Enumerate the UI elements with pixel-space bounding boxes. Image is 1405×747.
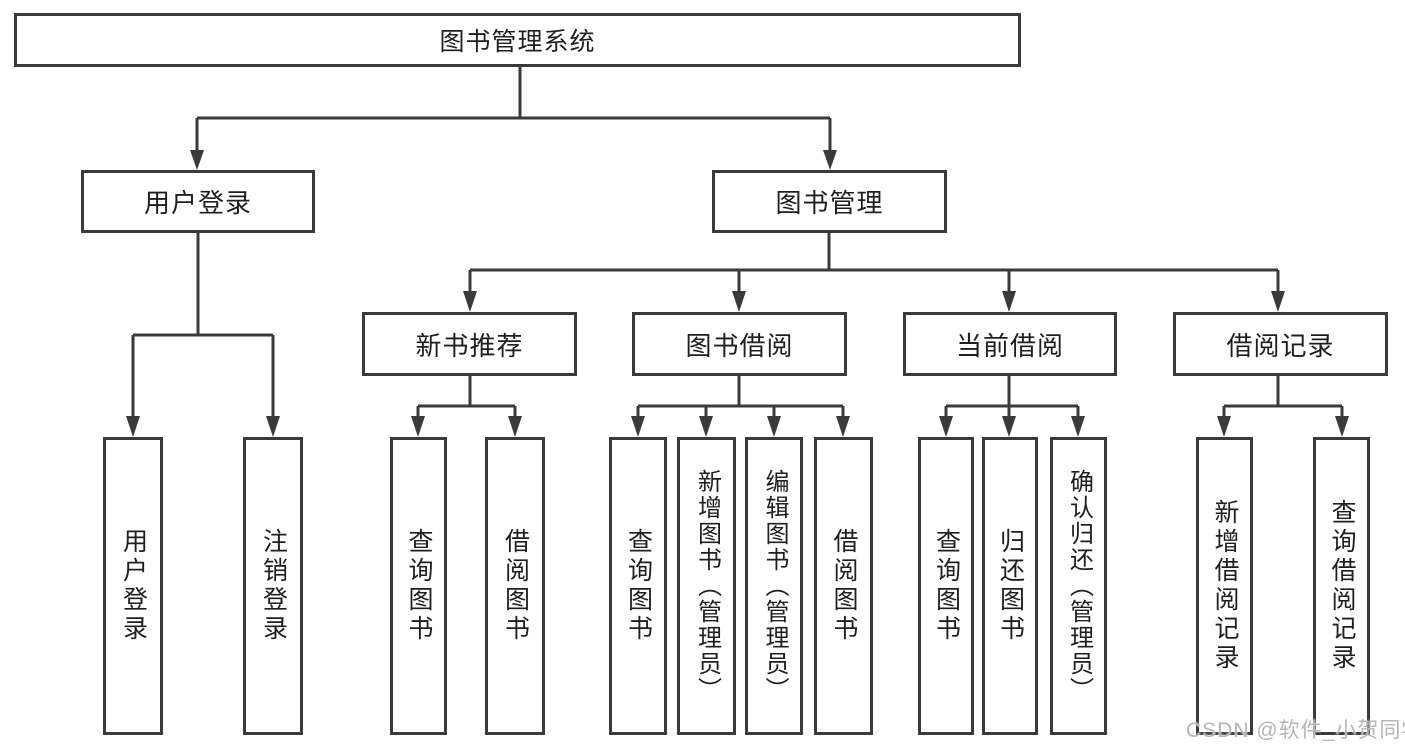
leaf-confirm-return-admin: 确认归还（管理员） bbox=[1050, 437, 1107, 735]
node-user-login: 用户登录 bbox=[81, 170, 315, 233]
node-label: 借阅记录 bbox=[1226, 330, 1335, 361]
leaf-query-book-borrow: 查询图书 bbox=[609, 437, 667, 735]
connector-current-borrow-to-leaves bbox=[939, 376, 1085, 437]
leaf-return-book: 归还图书 bbox=[982, 437, 1038, 735]
node-library-system: 图书管理系统 bbox=[14, 13, 1021, 67]
node-borrow-record: 借阅记录 bbox=[1173, 312, 1388, 376]
connector-borrow-record-to-leaves bbox=[1217, 376, 1349, 437]
node-label: 用户登录 bbox=[143, 188, 252, 218]
leaf-label: 归还图书 bbox=[996, 528, 1025, 644]
leaf-label: 查询借阅记录 bbox=[1328, 499, 1356, 673]
leaf-borrow-book: 借阅图书 bbox=[814, 437, 873, 735]
leaf-query-borrow-record: 查询借阅记录 bbox=[1313, 437, 1370, 735]
leaf-label: 借阅图书 bbox=[501, 528, 530, 644]
node-label: 图书借阅 bbox=[685, 330, 794, 361]
node-book-borrow: 图书借阅 bbox=[632, 312, 847, 376]
leaf-query-book-recommend: 查询图书 bbox=[390, 437, 447, 735]
leaf-label: 新增借阅记录 bbox=[1211, 499, 1239, 673]
connector-user-login-to-leaves bbox=[126, 233, 280, 437]
leaf-label: 查询图书 bbox=[405, 528, 433, 644]
leaf-add-book-admin: 新增图书（管理员） bbox=[677, 437, 736, 735]
leaf-label: 编辑图书（管理员） bbox=[761, 469, 788, 703]
leaf-label: 查询图书 bbox=[624, 528, 653, 644]
leaf-logout: 注销登录 bbox=[243, 437, 303, 735]
connector-new-book-to-leaves bbox=[411, 376, 522, 437]
leaf-add-borrow-record: 新增借阅记录 bbox=[1196, 437, 1253, 735]
leaf-label: 查询图书 bbox=[932, 528, 961, 644]
leaf-label: 确认归还（管理员） bbox=[1065, 469, 1093, 703]
node-book-management: 图书管理 bbox=[712, 170, 947, 233]
leaf-user-login: 用户登录 bbox=[103, 437, 163, 735]
leaf-label: 新增图书（管理员） bbox=[693, 469, 721, 703]
leaf-label: 用户登录 bbox=[119, 528, 148, 644]
leaf-label: 借阅图书 bbox=[830, 528, 858, 644]
node-label: 图书管理系统 bbox=[439, 28, 596, 56]
connector-root-to-level2 bbox=[190, 67, 837, 170]
node-label: 新书推荐 bbox=[415, 330, 524, 361]
csdn-watermark: CSDN @软件_小贺同学 bbox=[1186, 719, 1405, 742]
connector-book-borrow-to-leaves bbox=[631, 376, 850, 437]
node-label: 当前借阅 bbox=[955, 330, 1064, 361]
leaf-query-book-current: 查询图书 bbox=[918, 437, 974, 735]
leaf-borrow-book-recommend: 借阅图书 bbox=[485, 437, 545, 735]
node-new-book-recommend: 新书推荐 bbox=[362, 312, 577, 376]
node-current-borrow: 当前借阅 bbox=[903, 312, 1117, 376]
node-label: 图书管理 bbox=[775, 188, 884, 218]
connector-book-mgmt-to-level3 bbox=[463, 233, 1285, 312]
leaf-edit-book-admin: 编辑图书（管理员） bbox=[745, 437, 803, 735]
leaf-label: 注销登录 bbox=[259, 528, 288, 644]
